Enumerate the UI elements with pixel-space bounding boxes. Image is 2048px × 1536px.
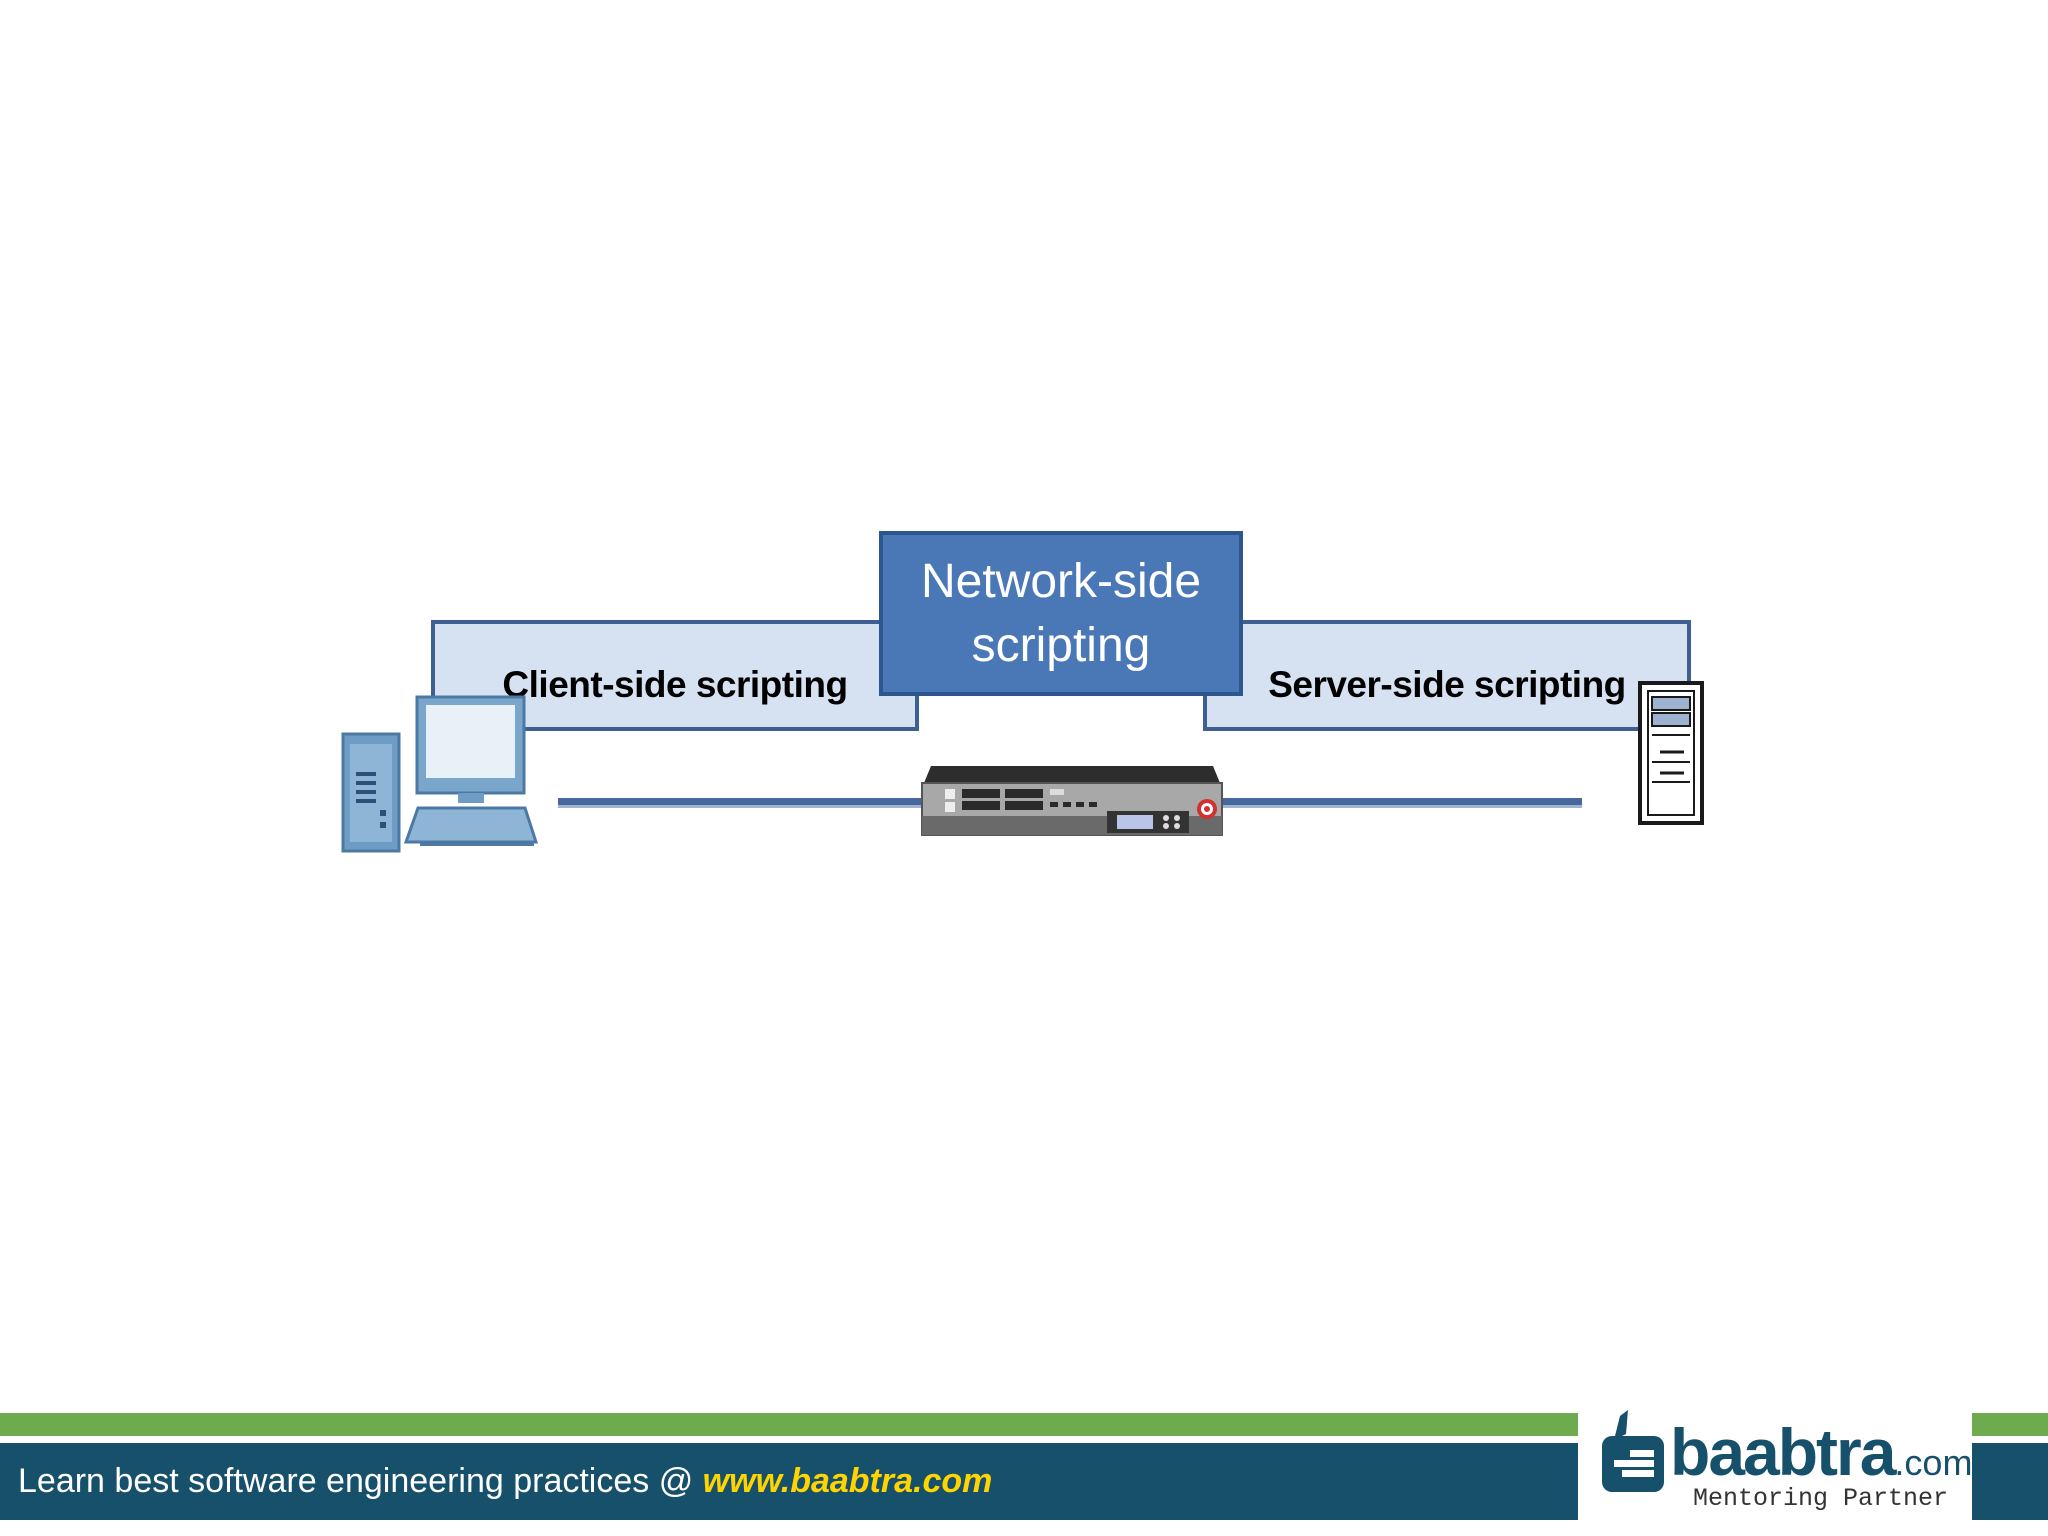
connection-line-right — [1220, 798, 1582, 808]
footer-teal-bar — [0, 1443, 1578, 1520]
footer-green-bar-right — [1972, 1413, 2048, 1436]
logo-tagline: Mentoring Partner — [1692, 1484, 1948, 1513]
footer-text: Learn best software engineering practice… — [18, 1443, 992, 1520]
connection-line-left — [558, 798, 922, 808]
network-side-box: Network-side scripting — [879, 531, 1243, 696]
footer-tagline: Learn best software engineering practice… — [18, 1462, 703, 1500]
baabtra-logo: baabtra.com Mentoring Partner — [1598, 1408, 1972, 1526]
network-side-label: Network-side scripting — [920, 554, 1202, 672]
client-side-label: Client-side scripting — [502, 663, 848, 705]
logo-mark-icon — [1602, 1410, 1664, 1492]
logo-wordmark: baabtra.com — [1670, 1415, 1973, 1489]
footer-green-bar — [0, 1413, 1578, 1436]
footer-url-link[interactable]: www.baabtra.com — [702, 1462, 993, 1500]
footer-teal-bar-right — [1972, 1443, 2048, 1520]
client-side-box: Client-side scripting — [431, 620, 919, 731]
server-side-box: Server-side scripting — [1203, 620, 1691, 731]
server-side-label: Server-side scripting — [1268, 663, 1626, 705]
network-appliance-icon — [921, 766, 1223, 836]
